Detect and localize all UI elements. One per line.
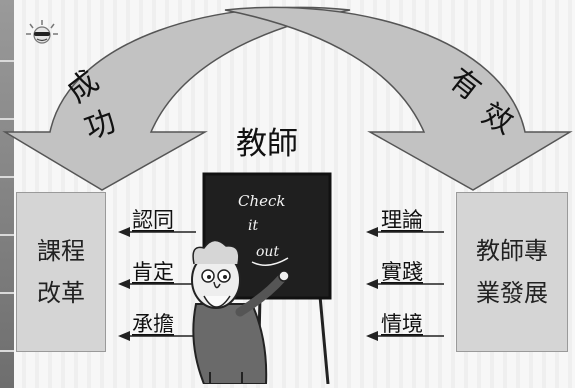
blackboard-text-1: Check: [238, 192, 286, 210]
left-item-arrow-3: [118, 331, 196, 341]
right-item-theory: 理論: [381, 208, 423, 232]
left-item-recognition: 認同: [132, 208, 174, 232]
teacher-blackboard-illustration: Check it out: [191, 172, 332, 384]
left-curved-arrow: [2, 6, 351, 191]
teacher-development-line-1: 教師專: [476, 237, 548, 265]
right-item-practice: 實踐: [381, 260, 423, 284]
right-item-arrow-2: [366, 279, 444, 289]
left-edge-decoration: [0, 0, 14, 388]
left-item-arrow-2: [118, 279, 196, 289]
left-item-commitment: 承擔: [132, 312, 174, 336]
left-item-affirmation: 肯定: [132, 260, 174, 284]
blackboard-stand: [256, 295, 330, 384]
curriculum-reform-line-2: 改革: [37, 279, 85, 307]
teacher-figure: [191, 239, 290, 384]
right-curved-arrow: [224, 6, 573, 191]
teacher-development-box: 教師專 業發展: [456, 192, 568, 352]
sun-icon: [26, 20, 58, 44]
teacher-title: 教師: [236, 126, 298, 162]
right-item-context: 情境: [381, 312, 423, 336]
right-item-arrow-1: [366, 227, 444, 237]
blackboard-text-3: out: [256, 244, 279, 260]
right-item-arrow-3: [366, 331, 444, 341]
curriculum-reform-line-1: 課程: [37, 237, 85, 265]
left-item-arrow-1: [118, 227, 196, 237]
curriculum-reform-box: 課程 改革: [16, 192, 106, 352]
blackboard-text-2: it: [248, 218, 258, 234]
teacher-development-line-2: 業發展: [476, 279, 548, 307]
